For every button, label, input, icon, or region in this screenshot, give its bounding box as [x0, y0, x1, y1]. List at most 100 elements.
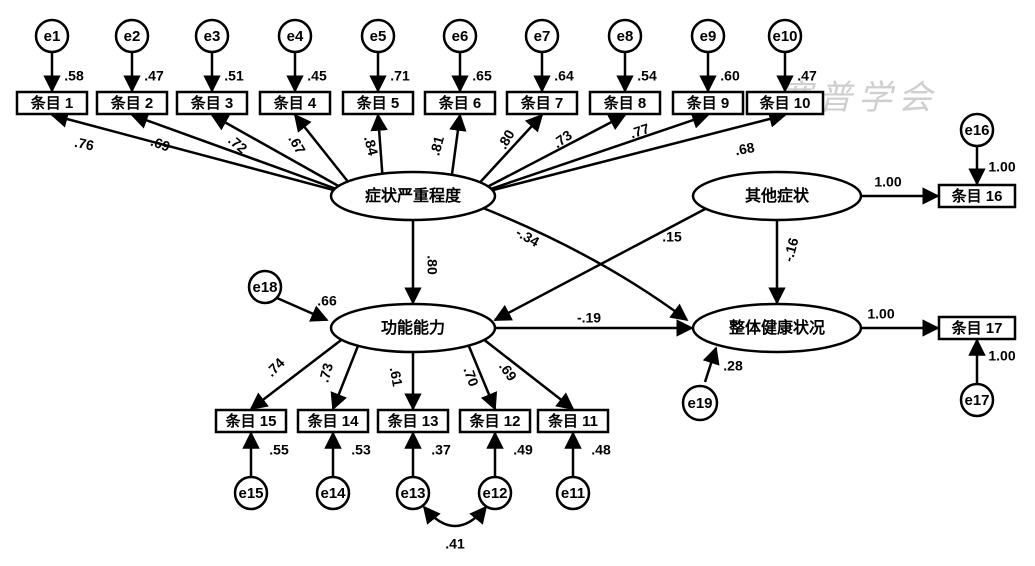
loading-path-item-8	[485, 113, 627, 189]
loading-path-item-9	[487, 111, 710, 192]
label-health-item17: 1.00	[867, 306, 894, 322]
loading-bottom-1: .73	[316, 361, 337, 384]
loading-item-5: .84	[361, 134, 382, 157]
error-e8	[607, 18, 643, 54]
error-e17	[959, 382, 995, 418]
error-e6	[442, 18, 478, 54]
item-9-label: 条目 9	[686, 94, 730, 112]
r2-bottom-3: .49	[513, 442, 533, 458]
loading-item-6: .81	[427, 134, 448, 157]
error-e9	[690, 18, 726, 54]
item-11-label: 条目 11	[547, 412, 598, 430]
item-5	[341, 90, 415, 116]
error-e12	[477, 475, 513, 511]
error-e2-label: e2	[124, 28, 141, 45]
error-e11-label: e11	[561, 485, 585, 502]
item-16	[937, 183, 1017, 209]
error-e14	[315, 475, 351, 511]
loading-item-7: .80	[494, 127, 518, 152]
loading-path-bottom-1	[330, 343, 360, 411]
error-e4-label: e4	[287, 28, 304, 45]
label-severity-health: -.34	[513, 224, 542, 250]
item-4-label: 条目 4	[273, 94, 317, 112]
loading-path-item-2	[130, 112, 339, 191]
latent-health-label: 整体健康状况	[728, 318, 825, 337]
item-9	[671, 90, 745, 116]
error-e8-label: e8	[617, 28, 634, 45]
item-12-label: 条目 12	[469, 412, 521, 430]
path-severity-health	[482, 206, 689, 322]
loading-path-item-7	[477, 113, 544, 185]
error-e7	[524, 18, 560, 54]
error-e1-label: e1	[44, 28, 61, 45]
error-e9-label: e9	[700, 28, 717, 45]
error-e15-label: e15	[238, 485, 263, 502]
item-4	[258, 90, 332, 116]
r2-item-9: .60	[720, 68, 740, 84]
item-17-label: 条目 17	[951, 319, 1003, 337]
loading-item-2: .69	[149, 133, 173, 155]
r2-item-1: .58	[64, 68, 84, 84]
loading-item-10: .68	[734, 139, 756, 158]
item-12	[458, 408, 532, 434]
item-13-label: 条目 13	[387, 412, 439, 430]
latent-severity	[329, 170, 497, 222]
r2-bottom-2: .37	[431, 442, 451, 458]
loading-path-bottom-4	[481, 337, 575, 411]
loading-path-item-4	[293, 113, 351, 184]
item-14-label: 条目 14	[307, 412, 360, 430]
error-e3	[194, 18, 230, 54]
error-e15	[233, 475, 269, 511]
r2-item-16: 1.00	[988, 159, 1015, 175]
latent-function	[329, 302, 497, 354]
r2-health: .28	[723, 358, 743, 374]
r2-item-2: .47	[144, 68, 164, 84]
error-e10	[767, 18, 803, 54]
path-other-function	[493, 206, 708, 322]
item-1-label: 条目 1	[30, 94, 74, 112]
r2-item-3: .51	[224, 68, 244, 84]
r2-item-5: .71	[390, 68, 410, 84]
error-e19	[681, 384, 719, 422]
error-e18	[247, 269, 283, 305]
item-6	[423, 90, 497, 116]
loading-bottom-0: .74	[263, 354, 288, 379]
r2-bottom-1: .53	[351, 442, 371, 458]
loading-path-item-1	[50, 110, 338, 193]
error-e4	[277, 18, 313, 54]
r2-item-10: .47	[797, 68, 817, 84]
item-17	[937, 315, 1017, 341]
latent-other-label: 其他症状	[745, 186, 810, 205]
covariance-e13-e12	[422, 505, 488, 528]
error-e10-label: e10	[772, 28, 797, 45]
item-3-label: 条目 3	[190, 94, 234, 112]
error-e7-label: e7	[534, 28, 551, 45]
r2-item-17: 1.00	[988, 348, 1015, 364]
r2-item-4: .45	[307, 68, 327, 84]
error-e16	[959, 112, 995, 148]
label-other-health: -.16	[780, 236, 802, 264]
item-16-label: 条目 16	[951, 187, 1003, 205]
latent-health	[691, 302, 863, 354]
latent-other	[691, 170, 863, 222]
label-covariance-e13-e12: .41	[445, 536, 465, 552]
loading-path-item-5	[370, 113, 388, 176]
item-8-label: 条目 8	[603, 94, 647, 112]
item-10	[745, 90, 825, 116]
item-11	[536, 408, 610, 434]
item-3	[175, 90, 249, 116]
loading-path-item-10	[488, 110, 787, 193]
label-other-function: .15	[662, 229, 682, 245]
error-path-e19	[702, 346, 720, 383]
item-7-label: 条目 7	[520, 94, 564, 112]
error-e14-label: e14	[320, 485, 346, 502]
item-8	[588, 90, 662, 116]
loading-item-1: .76	[73, 134, 96, 154]
loading-bottom-2: .61	[387, 366, 406, 388]
error-e2	[114, 18, 150, 54]
error-e1	[34, 18, 70, 54]
item-13	[376, 408, 450, 434]
error-e19-label: e19	[687, 395, 712, 412]
loading-path-item-6	[449, 113, 467, 177]
